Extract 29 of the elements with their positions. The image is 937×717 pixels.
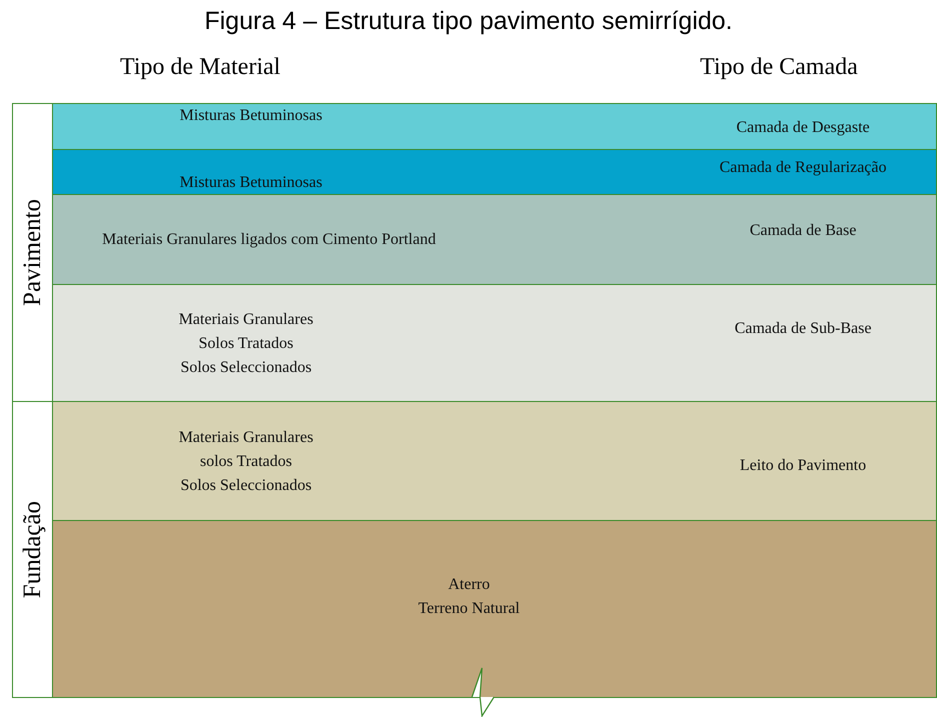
layer-band xyxy=(52,149,937,195)
material-text: Materiais Granulares ligados com Cimento Portland xyxy=(102,230,436,250)
layer-band xyxy=(52,520,937,698)
material-text: Solos Seleccionados xyxy=(180,476,312,496)
section-band xyxy=(12,103,53,402)
layer-type-label: Camada de Sub-Base xyxy=(734,320,872,337)
layer-type-label: Camada de Base xyxy=(750,222,856,239)
layer-type-label: Leito do Pavimento xyxy=(740,457,866,474)
material-text: Misturas Betuminosas xyxy=(180,106,322,126)
column-header: Tipo de Camada xyxy=(700,53,858,82)
column-header: Tipo de Material xyxy=(120,53,280,82)
layer-band xyxy=(52,284,937,402)
section-band xyxy=(12,401,53,698)
figure-title: Figura 4 – Estrutura tipo pavimento semirrígido. xyxy=(204,7,732,35)
layer-band xyxy=(52,401,937,521)
material-text: Materiais Granulares xyxy=(178,428,314,448)
material-text: Misturas Betuminosas xyxy=(180,173,322,193)
layer-band xyxy=(52,194,937,285)
layer-type-label: Camada de Regularização xyxy=(719,159,887,176)
section-label: Fundação xyxy=(18,500,46,598)
material-text: Solos Tratados xyxy=(198,334,294,354)
layer-type-label: Camada de Desgaste xyxy=(736,119,870,136)
material-text: solos Tratados xyxy=(200,452,292,472)
section-label: Pavimento xyxy=(18,199,46,306)
material-text: Terreno Natural xyxy=(418,599,520,619)
layer-band xyxy=(52,103,937,150)
material-text: Aterro xyxy=(448,575,490,595)
material-text: Solos Seleccionados xyxy=(180,358,312,378)
material-text: Materiais Granulares xyxy=(178,310,314,330)
